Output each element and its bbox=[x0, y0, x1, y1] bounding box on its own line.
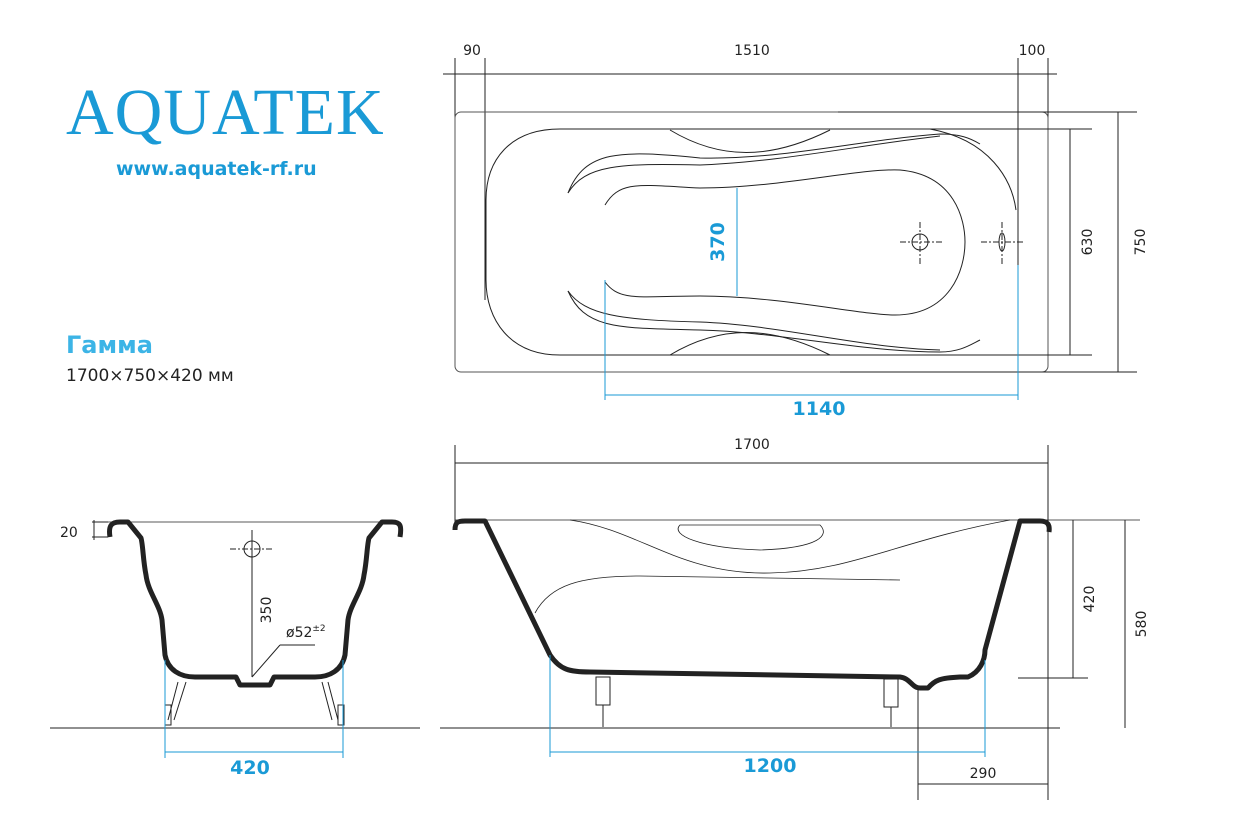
dim-drain-height: 350 bbox=[259, 597, 275, 624]
dim-left-offset: 90 bbox=[463, 43, 481, 59]
dim-drain-diameter: ø52±2 bbox=[286, 624, 326, 641]
dim-inner-length: 1510 bbox=[734, 43, 770, 59]
dim-rim-height: 20 bbox=[60, 525, 78, 541]
dim-depth: 420 bbox=[1082, 586, 1098, 613]
dim-inner-width: 630 bbox=[1080, 229, 1096, 256]
brand-logo: AQUATEK bbox=[66, 76, 385, 149]
dim-outer-width: 750 bbox=[1133, 229, 1149, 256]
model-dimensions: 1700×750×420 мм bbox=[66, 366, 234, 386]
top-view bbox=[443, 58, 1137, 400]
end-view bbox=[92, 519, 404, 758]
dim-bottom-length: 1140 bbox=[793, 398, 846, 420]
dim-end-leg-span: 420 bbox=[230, 757, 270, 779]
brand-url[interactable]: www.aquatek-rf.ru bbox=[116, 158, 317, 180]
side-view bbox=[452, 445, 1140, 800]
dim-side-leg-span: 1200 bbox=[744, 755, 797, 777]
dim-total-height: 580 bbox=[1134, 611, 1150, 638]
dim-right-offset: 100 bbox=[1019, 43, 1046, 59]
model-name: Гамма bbox=[66, 331, 153, 359]
dim-bottom-width: 370 bbox=[707, 222, 729, 262]
dim-drain-offset: 290 bbox=[970, 766, 997, 782]
dim-overall-length: 1700 bbox=[734, 437, 770, 453]
